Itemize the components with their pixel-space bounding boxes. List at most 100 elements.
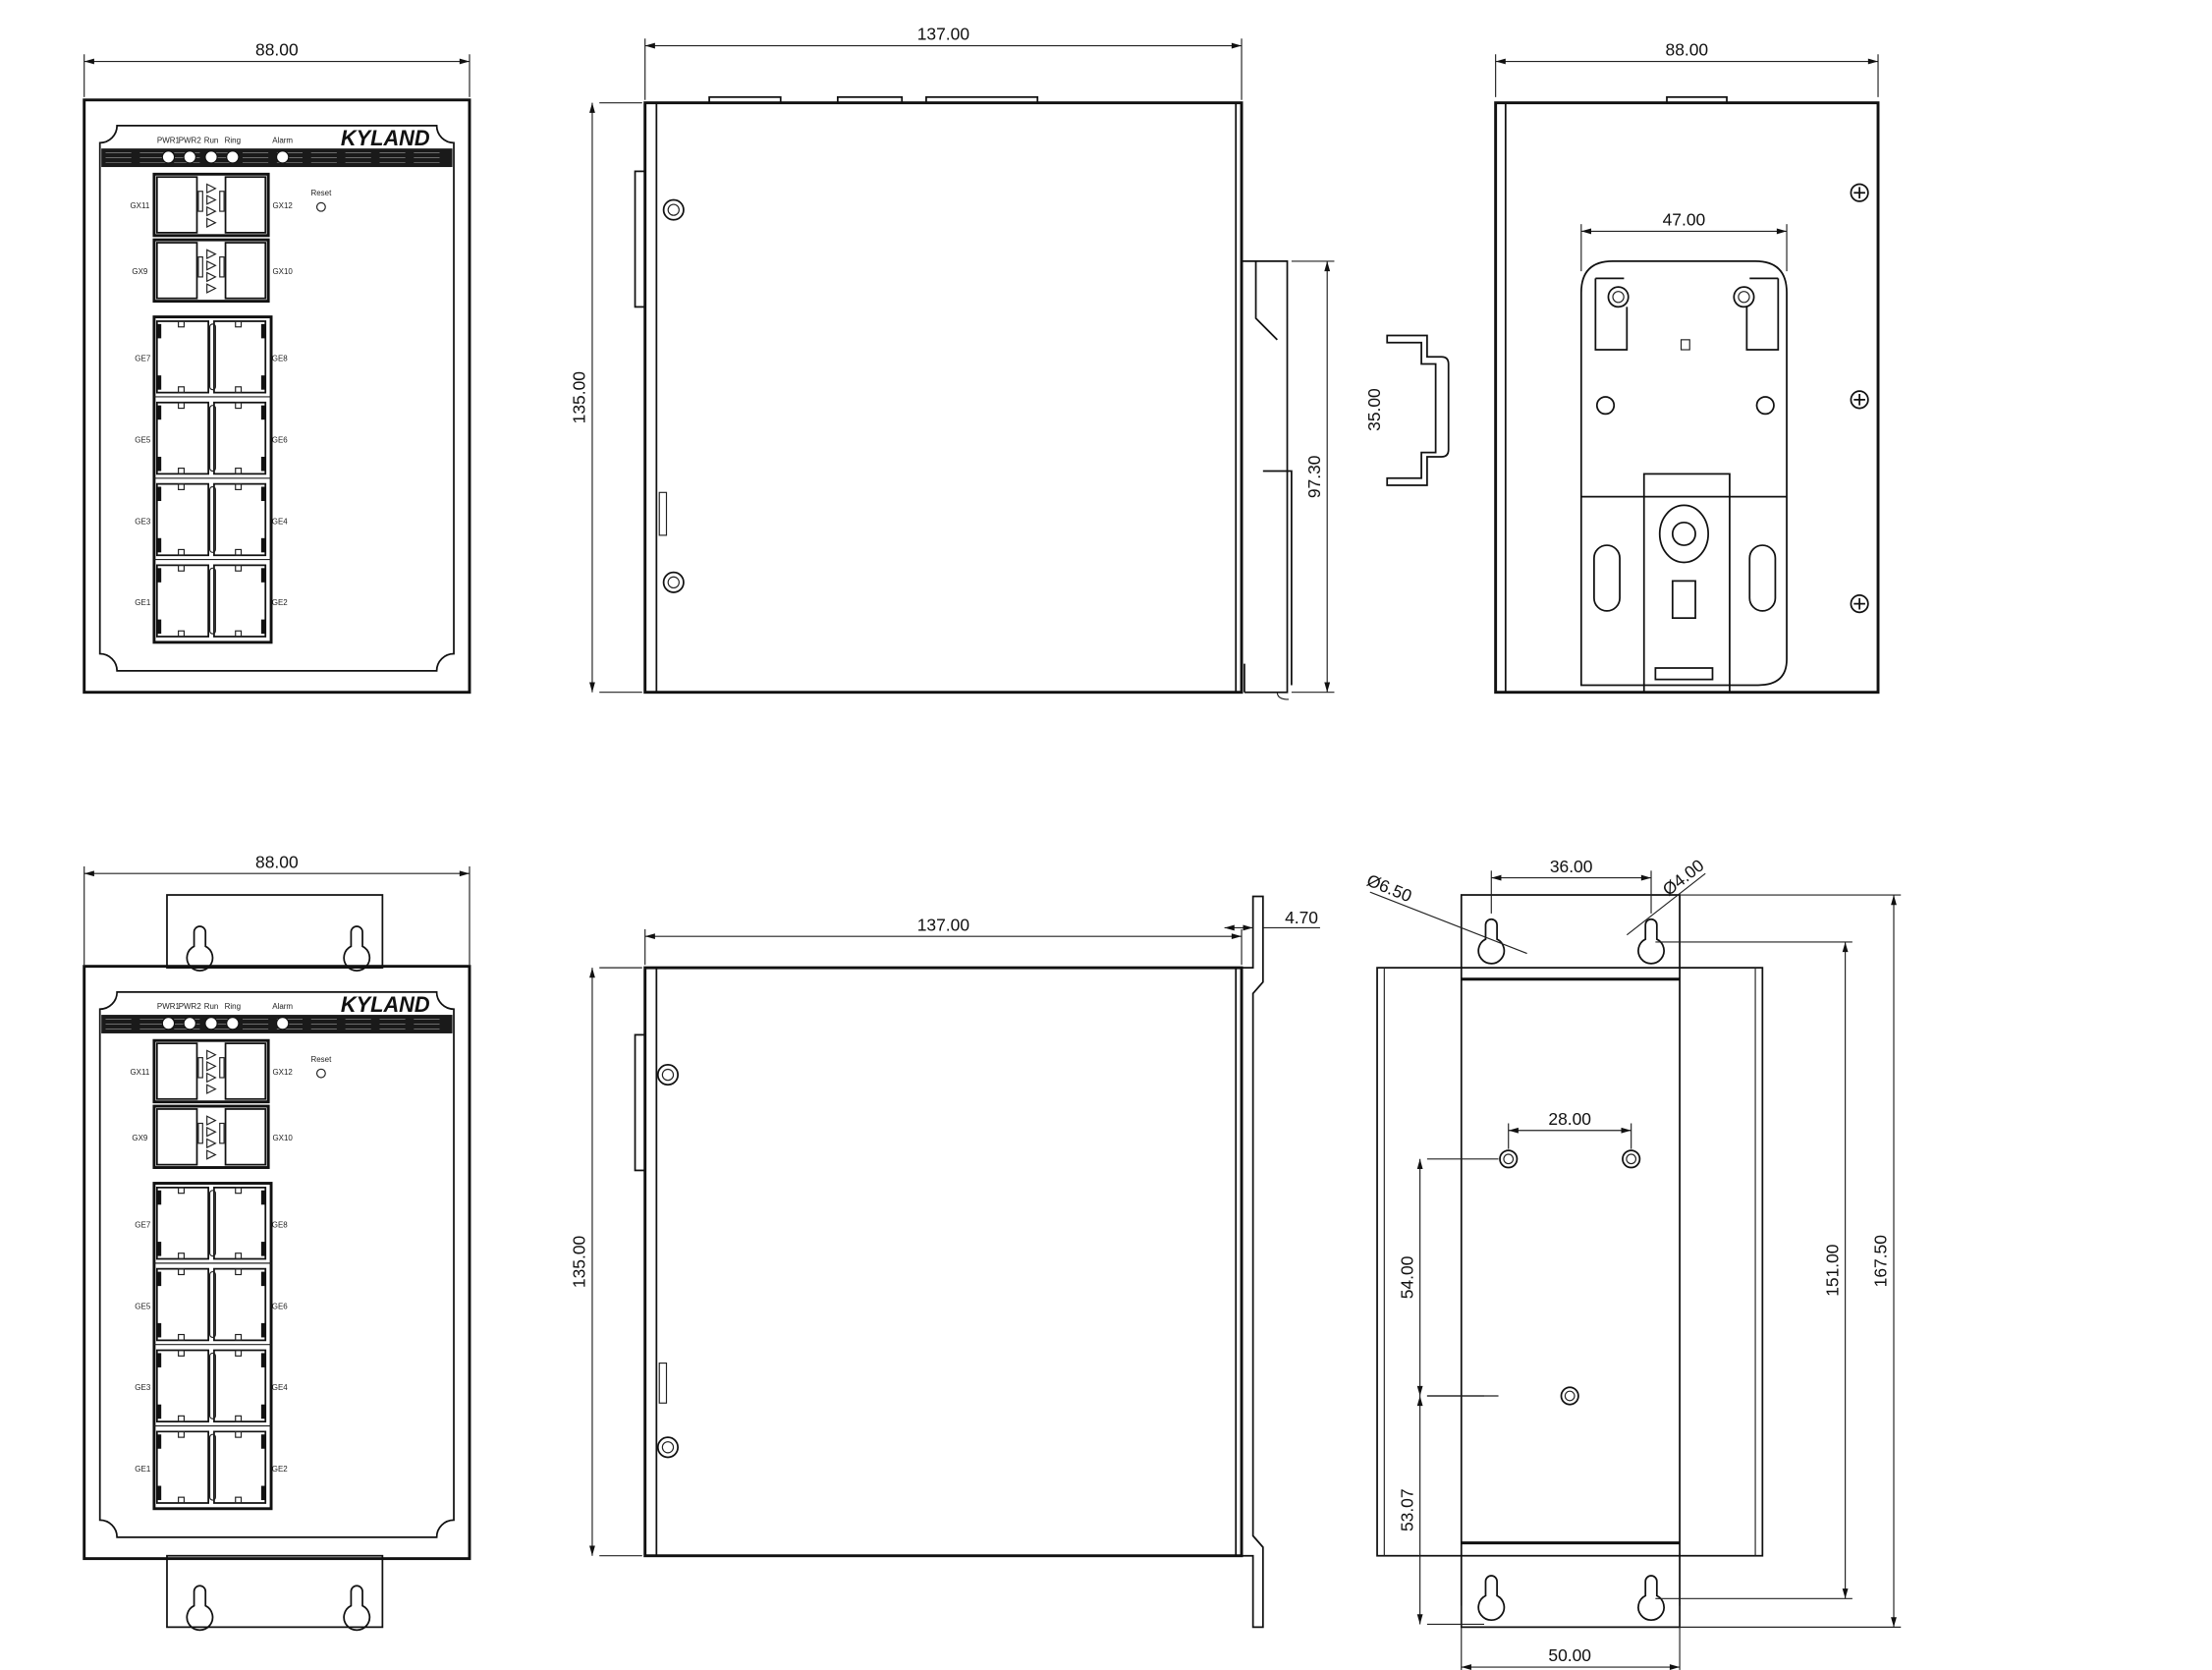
rj45-led: [156, 1434, 162, 1449]
rj45-led: [260, 323, 266, 339]
rj45-led: [156, 375, 162, 390]
sfp-port: [224, 242, 267, 300]
keyhole-icon: [343, 1585, 371, 1632]
port-label: GE7: [135, 1221, 151, 1230]
sfp-port: [155, 176, 198, 234]
rj45-notch: [235, 564, 243, 572]
rj45-notch: [235, 548, 243, 556]
sfp-cage: [152, 1038, 270, 1104]
clip-hook: [1594, 277, 1780, 351]
rj45-block: [152, 315, 273, 644]
rj45-notch: [178, 1415, 186, 1422]
rj45-port: [213, 564, 267, 638]
led-label: Run: [204, 1002, 219, 1011]
port-divider: [208, 1433, 216, 1501]
alarm-label: Alarm: [272, 136, 293, 144]
port-divider: [208, 323, 216, 391]
port-divider: [208, 1190, 216, 1257]
led-label: PWR2: [179, 1002, 202, 1011]
port-label: GE7: [135, 355, 151, 363]
device-outline: [643, 966, 1244, 1558]
rj45-notch: [235, 320, 243, 328]
screw-icon: [667, 576, 680, 589]
dimension-label: 97.30: [1304, 455, 1324, 498]
rj45-port: [155, 320, 209, 394]
device-outline: [1376, 967, 1764, 1557]
led-indicator: [183, 1017, 196, 1030]
rj45-notch: [178, 564, 186, 572]
screw-icon: [1503, 1153, 1515, 1165]
rj45-notch: [178, 548, 186, 556]
rj45-port: [155, 401, 209, 475]
rj45-led: [260, 1485, 266, 1501]
led-label: Ring: [225, 1002, 241, 1011]
reset-button: [315, 1068, 326, 1079]
led-label: Run: [204, 136, 219, 144]
dimension-label: 135.00: [570, 1235, 589, 1288]
port-label: GE5: [135, 435, 151, 444]
rj45-notch: [235, 1430, 243, 1438]
keyhole-icon: [186, 1585, 214, 1632]
sfp-cage: [152, 1104, 270, 1169]
brand-logo: KYLAND: [341, 126, 430, 150]
rj45-notch: [235, 483, 243, 490]
screw-icon: [662, 571, 685, 593]
port-label: GE3: [135, 517, 151, 526]
dimension-label: 88.00: [255, 40, 299, 60]
screw-icon: [1612, 291, 1625, 304]
rj45-notch: [178, 1430, 186, 1438]
rj45-led: [260, 1404, 266, 1420]
dimension-label: 88.00: [1666, 40, 1709, 60]
sfp-led-icon: [206, 249, 217, 259]
keyhole-icon: [343, 925, 371, 972]
rj45-block: [152, 1182, 273, 1511]
rj45-led: [156, 1485, 162, 1501]
rj45-led: [260, 1271, 266, 1287]
dimension-label: 53.07: [1397, 1488, 1416, 1531]
dimension-label: 47.00: [1663, 210, 1706, 230]
dimension-label: 54.00: [1397, 1255, 1416, 1299]
rj45-notch: [235, 1268, 243, 1276]
port-divider: [208, 485, 216, 553]
clip-slot: [1680, 339, 1690, 351]
sfp-latch: [219, 1122, 225, 1144]
clip-slot-oval: [1748, 544, 1777, 612]
connector-tab: [634, 1033, 646, 1172]
port-divider: [208, 1352, 216, 1420]
dimension-label: 167.50: [1871, 1235, 1891, 1288]
port-label: GE4: [272, 517, 289, 526]
top-vent: [836, 95, 904, 104]
alarm-led: [275, 150, 290, 164]
alarm-label: Alarm: [272, 1002, 293, 1011]
rj45-led: [260, 405, 266, 420]
sfp-port: [224, 1042, 267, 1100]
sfp-led-icon: [206, 1072, 217, 1084]
port-label: GX10: [272, 267, 293, 276]
led-indicator: [204, 150, 218, 164]
dimension-label: 4.70: [1285, 908, 1318, 927]
rj45-port: [213, 1349, 267, 1423]
din-clip: [1242, 260, 1293, 694]
port-label: GE3: [135, 1383, 151, 1392]
mount-bracket: [1242, 895, 1264, 1629]
sfp-latch: [219, 1057, 225, 1079]
screw-icon: [656, 1064, 680, 1086]
screw-icon: [1560, 1386, 1579, 1406]
sfp-latch: [219, 191, 225, 212]
connector-tab: [634, 170, 646, 308]
rj45-led: [156, 405, 162, 420]
led-indicator: [161, 150, 176, 164]
screw-cross: [1853, 187, 1865, 199]
screw-icon: [667, 203, 680, 216]
rj45-notch: [178, 1349, 186, 1357]
brand-logo: KYLAND: [341, 992, 430, 1017]
clip-screw-boss: [1658, 504, 1709, 564]
port-label: GE6: [272, 435, 289, 444]
port-label: GE4: [272, 1383, 289, 1392]
rj45-led: [260, 537, 266, 553]
mount-ear: [166, 1554, 384, 1629]
port-label: GE1: [135, 1465, 151, 1474]
rj45-led: [156, 1271, 162, 1287]
rj45-notch: [235, 468, 243, 474]
screw-icon: [662, 198, 685, 221]
